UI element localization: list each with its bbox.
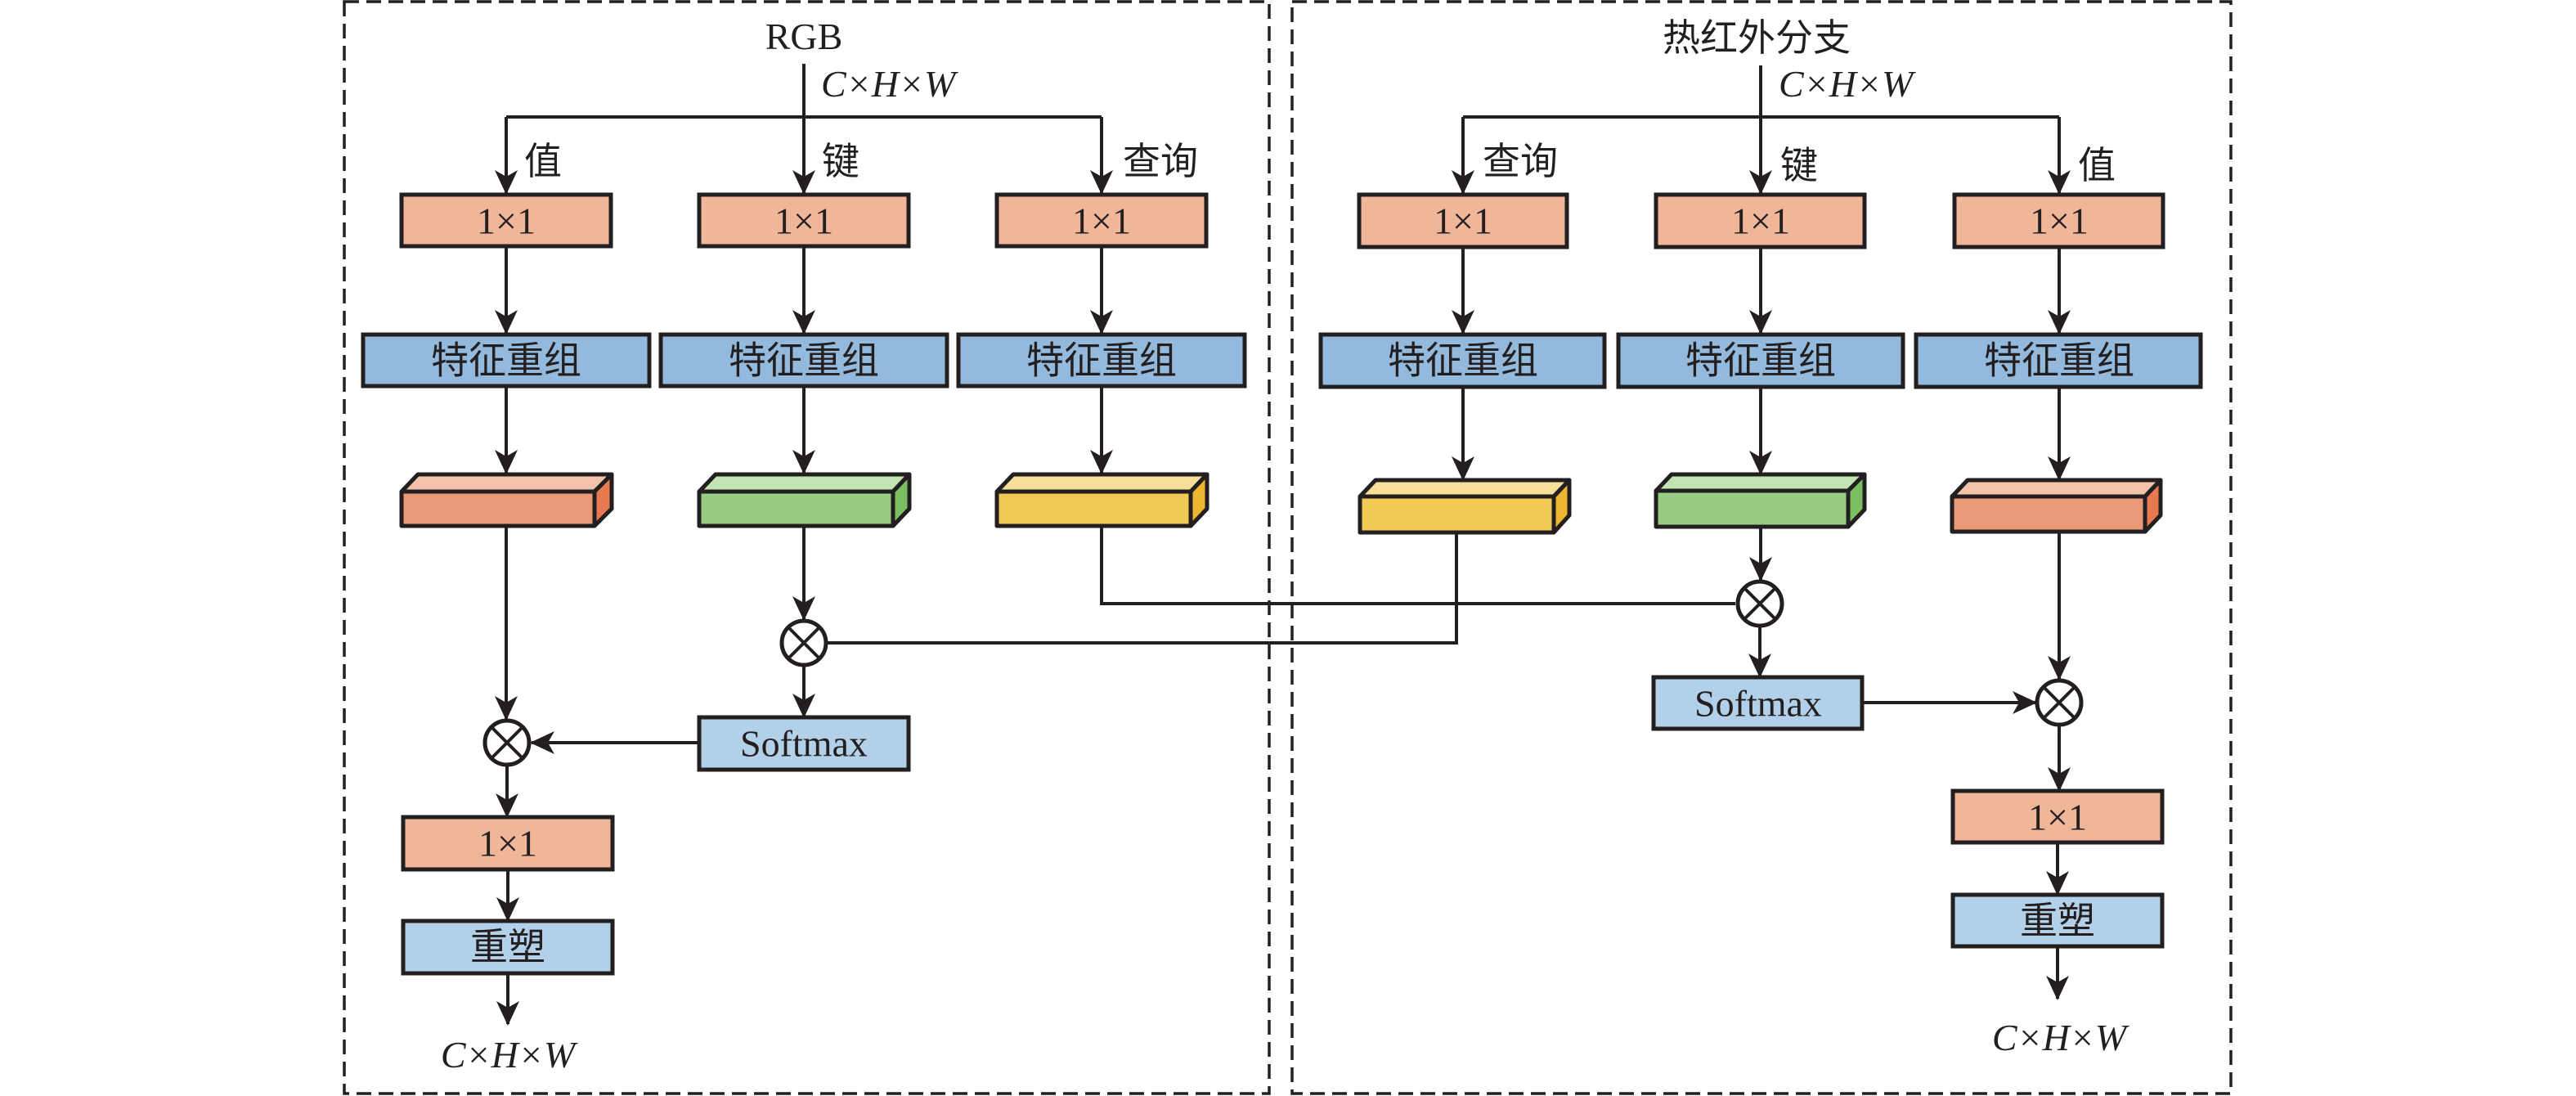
thermal-query-regroup: 特征重组 — [1318, 332, 1607, 389]
svg-text:特征重组: 特征重组 — [1984, 340, 2134, 382]
rgb-value-multiply-icon — [482, 718, 532, 767]
thermal-input-dim: C×H×W — [1779, 63, 1916, 105]
rgb-query-feature-block — [994, 472, 1209, 528]
thermal-branch-frame — [1290, 0, 2233, 1095]
thermal-key-multiply-icon — [1735, 579, 1784, 628]
rgb-title: RGB — [765, 16, 843, 57]
thermal-softmax: Softmax — [1651, 675, 1865, 731]
rgb-branch-frame — [343, 0, 1271, 1095]
svg-text:1×1: 1×1 — [1434, 200, 1492, 242]
thermal-key-conv: 1×1 — [1654, 192, 1867, 249]
rgb-output-dim: C×H×W — [441, 1034, 578, 1076]
rgb-value-conv: 1×1 — [399, 192, 613, 249]
rgb-input-dim: C×H×W — [821, 63, 958, 105]
svg-text:特征重组: 特征重组 — [431, 340, 581, 382]
thermal-branch: 热红外分支 C×H×W 查询 键 值 1×1 1×1 1×1 特征重组 — [1318, 17, 2203, 1058]
rgb-value-regroup: 特征重组 — [361, 332, 652, 389]
rgb-key-regroup: 特征重组 — [658, 332, 949, 389]
svg-text:Softmax: Softmax — [740, 723, 868, 765]
svg-text:特征重组: 特征重组 — [1388, 340, 1538, 382]
svg-text:1×1: 1×1 — [774, 200, 833, 242]
thermal-value-regroup: 特征重组 — [1914, 332, 2203, 389]
svg-text:特征重组: 特征重组 — [1685, 340, 1836, 382]
thermal-key-regroup: 特征重组 — [1616, 332, 1905, 389]
thermal-query-conv: 1×1 — [1357, 192, 1569, 249]
rgb-output-conv: 1×1 — [401, 815, 615, 872]
thermal-output-dim: C×H×W — [1992, 1017, 2129, 1058]
svg-text:1×1: 1×1 — [2028, 797, 2087, 838]
rgb-key-feature-block — [697, 472, 912, 528]
thermal-key-label: 键 — [1780, 145, 1818, 186]
thermal-query-to-rgb-line — [827, 532, 1458, 645]
rgb-branch: RGB C×H×W 值 键 查询 1×1 1×1 1×1 特征重组 — [361, 16, 1735, 1076]
thermal-output-conv: 1×1 — [1950, 788, 2165, 845]
rgb-key-multiply-icon — [779, 618, 828, 667]
rgb-query-to-thermal-line — [1100, 526, 1735, 605]
rgb-value-label: 值 — [524, 141, 562, 182]
svg-text:1×1: 1×1 — [477, 200, 536, 242]
svg-text:Softmax: Softmax — [1694, 683, 1822, 725]
thermal-value-conv: 1×1 — [1952, 192, 2165, 249]
rgb-value-feature-block — [399, 472, 614, 528]
svg-text:特征重组: 特征重组 — [729, 340, 879, 382]
svg-text:重塑: 重塑 — [2020, 901, 2095, 942]
thermal-value-feature-block — [1950, 478, 2163, 534]
thermal-reshape: 重塑 — [1950, 892, 2165, 949]
rgb-query-conv: 1×1 — [994, 192, 1209, 249]
thermal-query-feature-block — [1358, 478, 1572, 535]
thermal-value-multiply-icon — [2035, 678, 2084, 727]
rgb-key-label: 键 — [822, 141, 859, 182]
rgb-key-conv: 1×1 — [697, 192, 911, 249]
rgb-softmax: Softmax — [697, 715, 911, 772]
svg-text:1×1: 1×1 — [1072, 200, 1131, 242]
svg-text:1×1: 1×1 — [478, 823, 537, 865]
thermal-title: 热红外分支 — [1663, 17, 1851, 59]
thermal-key-feature-block — [1654, 472, 1867, 529]
svg-text:特征重组: 特征重组 — [1026, 340, 1177, 382]
rgb-reshape: 重塑 — [401, 919, 615, 976]
svg-text:1×1: 1×1 — [1731, 200, 1790, 242]
rgb-query-label: 查询 — [1123, 141, 1198, 182]
thermal-value-label: 值 — [2078, 145, 2116, 186]
thermal-query-label: 查询 — [1483, 141, 1558, 182]
rgb-query-regroup: 特征重组 — [956, 332, 1247, 389]
svg-text:1×1: 1×1 — [2030, 200, 2089, 242]
svg-text:重塑: 重塑 — [470, 927, 545, 968]
